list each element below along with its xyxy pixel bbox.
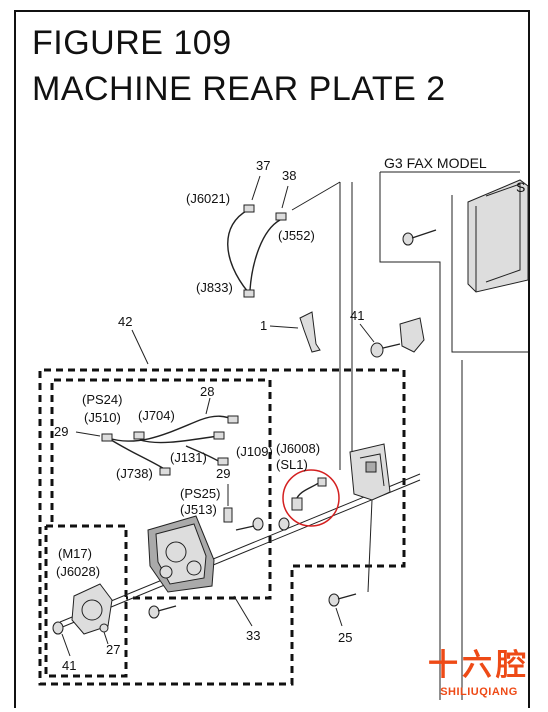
- callout-27: 27: [106, 642, 120, 657]
- harness-28: [75, 397, 239, 476]
- fax-board: [467, 179, 529, 293]
- callout-1: 1: [260, 318, 267, 333]
- screw-41-bottom: [52, 621, 71, 657]
- callout-j510: (J510): [84, 410, 121, 425]
- callout-sl1: (SL1): [276, 457, 308, 472]
- callout-j6021: (J6021): [186, 191, 230, 206]
- motor-subassembly-outline: [44, 524, 128, 678]
- part-1-bracket: [269, 311, 321, 353]
- callout-37: 37: [256, 158, 270, 173]
- callout-29-mid: 29: [216, 466, 230, 481]
- connector-j552: [275, 212, 287, 221]
- watermark-text: 十六腔: [428, 648, 530, 683]
- callout-j704: (J704): [138, 408, 175, 423]
- section-partial-letter: S: [516, 179, 525, 195]
- fax-board-face: [485, 183, 521, 283]
- leader-38b: [281, 185, 289, 209]
- connector-j833: [243, 289, 255, 298]
- callout-ps24: (PS24): [82, 392, 122, 407]
- watermark-logo: 十六腔 SHILIUQIANG: [416, 648, 542, 704]
- callout-ps25: (PS25): [180, 486, 220, 501]
- rear-bracket-right: [349, 443, 391, 501]
- cable-37: [227, 209, 249, 293]
- watermark-subtext: SHILIUQIANG: [440, 686, 518, 698]
- drive-shaft: [59, 473, 421, 629]
- fax-guide-line-2: [451, 195, 528, 353]
- callout-42: 42: [118, 314, 132, 329]
- assembly-42-outline: [38, 368, 406, 686]
- callout-28: 28: [200, 384, 214, 399]
- callout-j6008: (J6008): [276, 441, 320, 456]
- figure-number-title: FIGURE 109: [32, 24, 232, 62]
- motor-m17: [71, 583, 113, 645]
- callout-j6028: (J6028): [56, 564, 100, 579]
- callout-j513: (J513): [180, 502, 217, 517]
- callout-j109: (J109): [236, 444, 273, 459]
- connector-j6021: [243, 204, 255, 213]
- screw-lower: [148, 605, 177, 619]
- section-label: G3 FAX MODEL: [384, 155, 487, 171]
- leader-42: [131, 329, 149, 365]
- gear-unit-33: [147, 515, 253, 627]
- fax-guide-line-1: [379, 172, 441, 700]
- highlight-circle: [282, 469, 340, 527]
- callout-j552: (J552): [278, 228, 315, 243]
- harness-37-38: [227, 175, 353, 470]
- callout-38: 38: [282, 168, 296, 183]
- harness-subassembly-outline: [50, 378, 272, 600]
- part-41-top: [359, 317, 425, 358]
- screw-25: [328, 499, 373, 627]
- callout-41-bottom: 41: [62, 658, 76, 673]
- callout-m17: (M17): [58, 546, 92, 561]
- callout-41-top: 41: [350, 308, 364, 323]
- figure-name-title: MACHINE REAR PLATE 2: [32, 70, 446, 108]
- callout-33: 33: [246, 628, 260, 643]
- screw-center: [235, 517, 290, 531]
- callout-25: 25: [338, 630, 352, 645]
- solenoid-sl1: [282, 469, 340, 527]
- cable-38: [249, 219, 281, 291]
- g3-fax-section: G3 FAX MODEL S: [379, 155, 529, 700]
- callout-j131: (J131): [170, 450, 207, 465]
- callout-j738: (J738): [116, 466, 153, 481]
- leader-37: [251, 175, 261, 201]
- leader-38: [291, 181, 341, 211]
- page-frame: [14, 10, 530, 708]
- callout-29-left: 29: [54, 424, 68, 439]
- screw-fax: [402, 229, 437, 246]
- callout-j833: (J833): [196, 280, 233, 295]
- sensor-ps25: [223, 484, 233, 523]
